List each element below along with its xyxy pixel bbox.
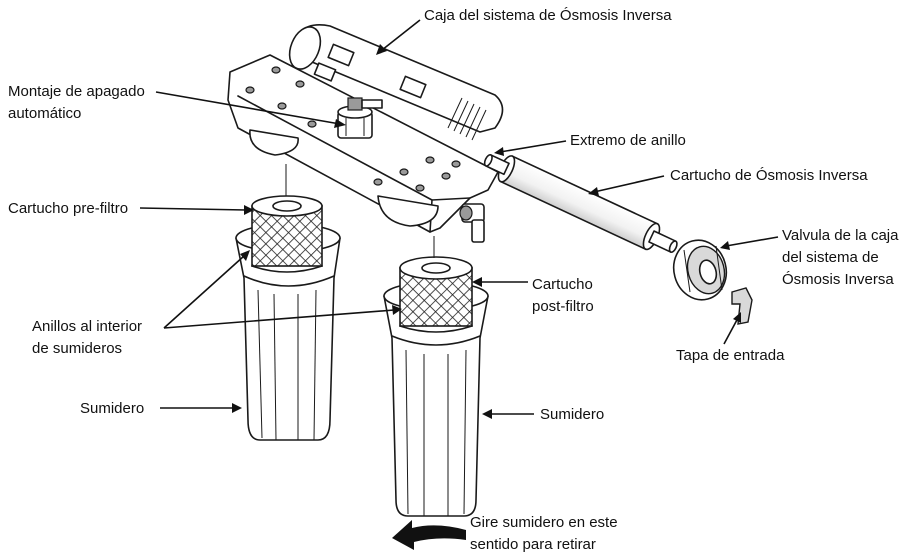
rotate-arrow-icon <box>392 520 466 550</box>
label-sumidero-right: Sumidero <box>540 406 604 423</box>
diagram-labels: Caja del sistema de Ósmosis Inversa Mont… <box>8 7 899 553</box>
manifold-screws <box>245 66 461 192</box>
label-valvula-line3: Ósmosis Inversa <box>782 271 894 288</box>
manifold-block <box>227 54 499 233</box>
label-cartucho-ro: Cartucho de Ósmosis Inversa <box>670 167 868 184</box>
ro-housing-cap <box>672 239 728 301</box>
label-cartucho-post-line1: Cartucho <box>532 276 593 293</box>
inlet-cap <box>731 287 753 325</box>
label-cartucho-post-line2: post-filtro <box>532 298 594 315</box>
ro-cartridge <box>483 154 678 253</box>
label-sumidero-left: Sumidero <box>80 400 144 417</box>
label-montaje-line2: automático <box>8 105 81 122</box>
label-caja-ro: Caja del sistema de Ósmosis Inversa <box>424 7 672 24</box>
label-gire-line2: sentido para retirar <box>470 536 596 553</box>
threaded-end <box>447 97 487 141</box>
label-cartucho-pre: Cartucho pre-filtro <box>8 200 128 217</box>
label-montaje-line1: Montaje de apagado <box>8 83 145 100</box>
label-valvula-line1: Valvula de la caja <box>782 227 899 244</box>
leader-lines <box>139 19 779 419</box>
label-tapa-entrada: Tapa de entrada <box>676 347 785 364</box>
post-filter-cartridge <box>399 256 473 333</box>
label-valvula-line2: del sistema de <box>782 249 879 266</box>
label-anillos-line1: Anillos al interior <box>32 318 142 335</box>
manifold-elbow-fitting <box>459 203 485 243</box>
label-anillos-line2: de sumideros <box>32 340 122 357</box>
pre-filter-cartridge <box>251 195 323 273</box>
label-extremo-anillo: Extremo de anillo <box>570 132 686 149</box>
ro-housing <box>288 24 504 141</box>
label-gire-line1: Gire sumidero en este <box>470 514 618 531</box>
